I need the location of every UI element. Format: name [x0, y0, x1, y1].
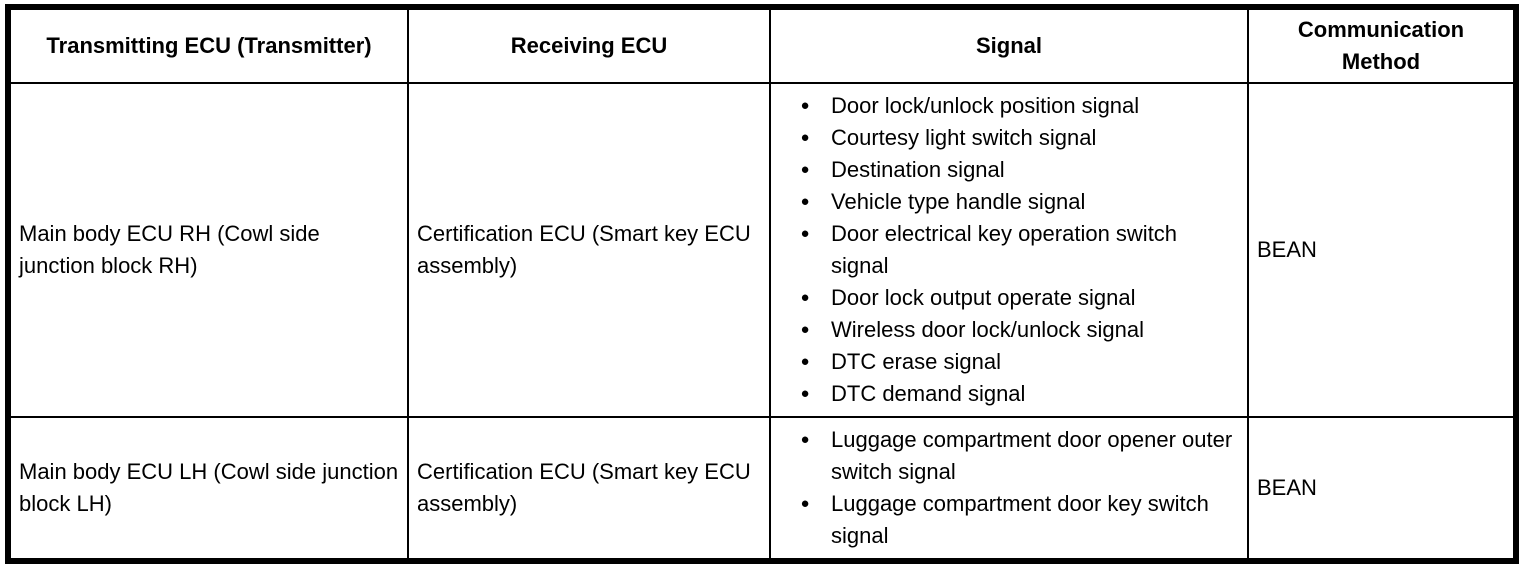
list-item: ● Door lock/unlock position signal — [779, 90, 1239, 122]
bullet-icon: ● — [800, 225, 810, 242]
list-item: ● Vehicle type handle signal — [779, 186, 1239, 218]
header-row: Transmitting ECU (Transmitter) Receiving… — [7, 6, 1517, 84]
receiver-cell: Certification ECU (Smart key ECU assembl… — [407, 416, 771, 562]
method-cell: BEAN — [1247, 82, 1517, 418]
signal-text: Door electrical key operation switch sig… — [831, 221, 1178, 278]
signal-text: Luggage compartment door opener outer sw… — [831, 427, 1233, 484]
signal-list: ● Door lock/unlock position signal ● Cou… — [779, 90, 1239, 410]
col-header-communication-method: Communication Method — [1247, 6, 1517, 84]
signal-text: DTC demand signal — [831, 381, 1026, 406]
bullet-icon: ● — [800, 431, 810, 448]
method-cell: BEAN — [1247, 416, 1517, 562]
list-item: ● Courtesy light switch signal — [779, 122, 1239, 154]
list-item: ● Door lock output operate signal — [779, 282, 1239, 314]
list-item: ● Wireless door lock/unlock signal — [779, 314, 1239, 346]
bullet-icon: ● — [800, 161, 810, 178]
table-row: Main body ECU RH (Cowl side junction blo… — [7, 82, 1517, 418]
list-item: ● Luggage compartment door opener outer … — [779, 424, 1239, 488]
bullet-icon: ● — [800, 97, 810, 114]
list-item: ● Destination signal — [779, 154, 1239, 186]
col-header-signal: Signal — [769, 6, 1249, 84]
table-row: Main body ECU LH (Cowl side junction blo… — [7, 416, 1517, 562]
list-item: ● DTC demand signal — [779, 378, 1239, 410]
bullet-icon: ● — [800, 385, 810, 402]
signal-text: Door lock/unlock position signal — [831, 93, 1140, 118]
signal-text: Wireless door lock/unlock signal — [831, 317, 1145, 342]
bullet-icon: ● — [800, 495, 810, 512]
transmitter-cell: Main body ECU LH (Cowl side junction blo… — [7, 416, 409, 562]
transmitter-cell: Main body ECU RH (Cowl side junction blo… — [7, 82, 409, 418]
bullet-icon: ● — [800, 193, 810, 210]
signal-text: DTC erase signal — [831, 349, 1001, 374]
signals-cell: ● Door lock/unlock position signal ● Cou… — [769, 82, 1249, 418]
list-item: ● Door electrical key operation switch s… — [779, 218, 1239, 282]
signal-text: Courtesy light switch signal — [831, 125, 1097, 150]
signal-text: Luggage compartment door key switch sign… — [831, 491, 1209, 548]
signal-text: Door lock output operate signal — [831, 285, 1136, 310]
signal-text: Vehicle type handle signal — [831, 189, 1086, 214]
bullet-icon: ● — [800, 321, 810, 338]
bullet-icon: ● — [800, 289, 810, 306]
bullet-icon: ● — [800, 129, 810, 146]
col-header-transmitting-ecu: Transmitting ECU (Transmitter) — [7, 6, 409, 84]
list-item: ● DTC erase signal — [779, 346, 1239, 378]
signal-list: ● Luggage compartment door opener outer … — [779, 424, 1239, 552]
signals-cell: ● Luggage compartment door opener outer … — [769, 416, 1249, 562]
list-item: ● Luggage compartment door key switch si… — [779, 488, 1239, 552]
bullet-icon: ● — [800, 353, 810, 370]
col-header-receiving-ecu: Receiving ECU — [407, 6, 771, 84]
signal-text: Destination signal — [831, 157, 1005, 182]
receiver-cell: Certification ECU (Smart key ECU assembl… — [407, 82, 771, 418]
ecu-communication-table: Transmitting ECU (Transmitter) Receiving… — [5, 4, 1519, 564]
